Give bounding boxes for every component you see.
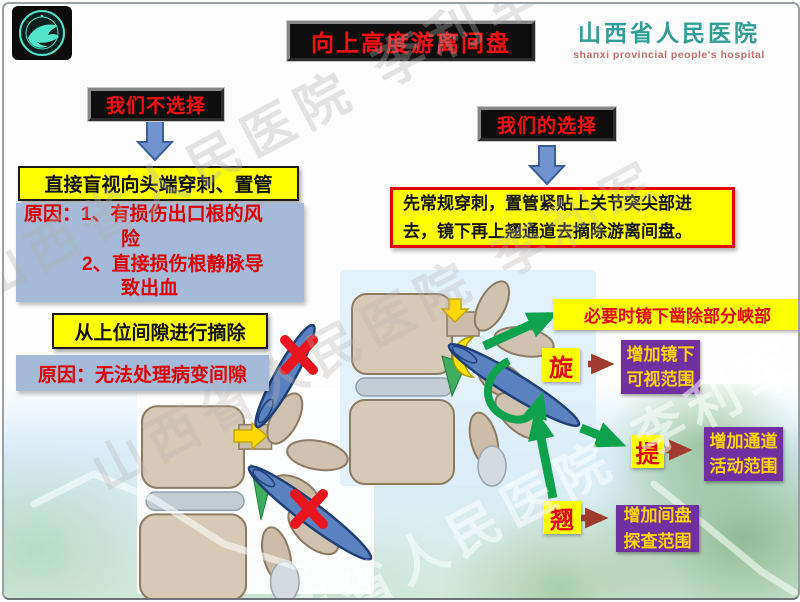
left-flow-header: 我们不选择: [87, 87, 225, 122]
hospital-name-en: shanxi provincial people's hospital: [573, 49, 765, 61]
note-box: 必要时镜下凿除部分峡部: [553, 299, 798, 330]
plan-line: 去，镜下再上翘通道去摘除游离间盘。: [403, 221, 692, 241]
action-tag-lift: 提: [631, 435, 664, 468]
reason1-line: 致出血: [121, 278, 179, 300]
benefit-line: 增加通道: [709, 431, 778, 451]
right-flow-header: 我们的选择: [477, 106, 617, 142]
action-tag-rotate: 旋: [542, 348, 580, 382]
plan-line: 先常规穿刺，置管紧贴上关节突尖部进: [403, 194, 692, 214]
left-reason2-box: 原因：无法处理病变间隙: [16, 355, 269, 391]
green-arrow-tilt-up: [527, 409, 558, 499]
red-x-mark-upper: [280, 335, 318, 375]
benefit-line: 增加间盘: [623, 506, 692, 525]
hospital-name-cn: 山西省人民医院: [578, 20, 760, 46]
benefit-box-rotate: 增加镜下 可视范围: [621, 340, 700, 394]
yellow-arrow-down: [440, 298, 470, 324]
right-plan-box: 先常规穿刺，置管紧贴上关节突尖部进 去，镜下再上翘通道去摘除游离间盘。: [390, 187, 735, 248]
benefit-box-lift: 增加通道 活动范围: [704, 427, 783, 481]
left-reason1-box: 原因：1、有损伤出口根的风 险 2、直接损伤根静脉导 致出血: [16, 203, 304, 302]
left-step1-box: 直接盲视向头端穿刺、置管: [18, 166, 299, 201]
green-arrow-to-note: [482, 311, 559, 351]
slide-title: 向上高度游离间盘: [286, 20, 536, 62]
red-x-mark-lower: [290, 489, 328, 529]
reason1-line: 原因：1、有损伤出口根的风: [24, 204, 263, 226]
flow-arrow-down-right: [527, 145, 567, 186]
benefit-line: 探查范围: [623, 531, 692, 551]
reason1-line: 2、直接损伤根静脉导: [82, 253, 264, 275]
hospital-logo-dove-emblem: [12, 6, 72, 60]
flow-arrow-down-left: [135, 119, 175, 162]
benefit-box-tilt: 增加间盘 探查范围: [616, 505, 699, 552]
benefit-line: 增加镜下: [626, 344, 695, 364]
action-tag-tilt: 翘: [543, 501, 581, 534]
hospital-header: 山西省人民医院 shanxi provincial people's hospi…: [546, 14, 792, 61]
illustration-layer: [30, 119, 798, 598]
reason1-line: 险: [121, 228, 141, 250]
green-arrow-to-lift: [579, 422, 627, 448]
great-wall-outline: [30, 470, 798, 596]
left-step2-box: 从上位间隙进行摘除: [52, 313, 268, 349]
benefit-line: 活动范围: [709, 457, 778, 476]
yellow-arrow-right: [233, 421, 269, 451]
benefit-line: 可视范围: [626, 370, 695, 389]
